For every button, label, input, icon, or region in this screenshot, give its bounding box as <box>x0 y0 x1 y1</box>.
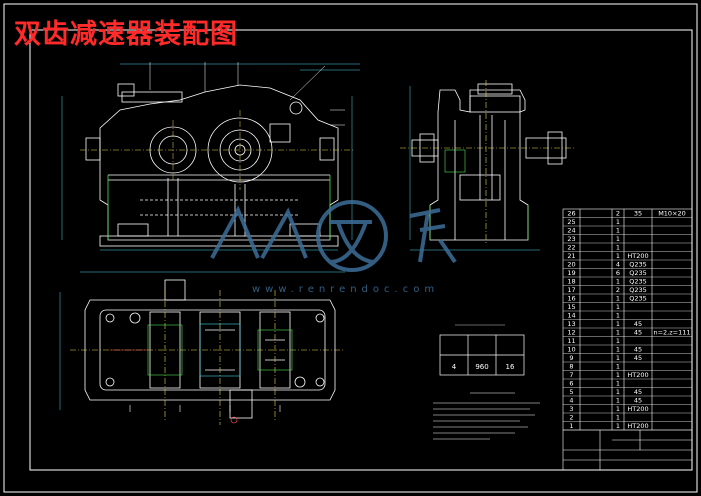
parts-row-number: 15 <box>567 303 575 311</box>
parts-row-number: 13 <box>567 320 575 328</box>
parts-row-note: n=2,z=111 <box>653 329 690 337</box>
parts-row-quantity: 1 <box>616 346 620 354</box>
param-value-power: 4 <box>452 363 457 371</box>
parts-row-quantity: 1 <box>616 354 620 362</box>
parts-row-number: 26 <box>567 210 575 218</box>
parts-row-quantity: 1 <box>616 371 620 379</box>
parts-row-quantity: 1 <box>616 252 620 260</box>
parts-row-number: 14 <box>567 312 575 320</box>
parts-row-material: Q235 <box>629 278 647 286</box>
watermark-logo <box>210 200 457 272</box>
parts-row-quantity: 1 <box>616 227 620 235</box>
parts-row-number: 9 <box>569 354 573 362</box>
parts-row-number: 12 <box>567 329 575 337</box>
parts-row-quantity: 1 <box>616 397 620 405</box>
parts-row-material: 45 <box>634 346 642 354</box>
parts-row-note: M10×20 <box>658 210 686 218</box>
parts-row-material: HT200 <box>627 371 648 379</box>
parts-row-quantity: 1 <box>616 405 620 413</box>
parts-row-number: 7 <box>569 371 573 379</box>
parts-row-number: 1 <box>569 422 573 430</box>
parts-row-material: 45 <box>634 329 642 337</box>
parts-row-number: 6 <box>569 380 573 388</box>
parts-row-number: 2 <box>569 414 573 422</box>
param-table <box>439 324 525 376</box>
parts-row-material: 45 <box>634 320 642 328</box>
parts-row-quantity: 1 <box>616 295 620 303</box>
outer-frame <box>3 3 698 493</box>
parts-row-quantity: 1 <box>616 388 620 396</box>
parts-row-material: 45 <box>634 388 642 396</box>
parts-row-quantity: 6 <box>616 269 620 277</box>
parts-row-number: 21 <box>567 252 575 260</box>
top-view-accents <box>70 290 345 425</box>
parts-row-number: 25 <box>567 218 575 226</box>
param-value-speed: 960 <box>475 363 488 371</box>
parts-row-quantity: 1 <box>616 218 620 226</box>
parts-row-quantity: 4 <box>616 261 620 269</box>
parts-row-number: 22 <box>567 244 575 252</box>
parts-row-material: Q235 <box>629 269 647 277</box>
parts-list-grid <box>562 208 693 471</box>
parts-row-number: 20 <box>567 261 575 269</box>
parts-row-number: 24 <box>567 227 575 235</box>
side-view <box>409 83 567 251</box>
parts-row-number: 5 <box>569 388 573 396</box>
parts-row-quantity: 1 <box>616 414 620 422</box>
parts-row-number: 10 <box>567 346 575 354</box>
side-view-accents <box>400 80 575 245</box>
parts-row-number: 17 <box>567 286 575 294</box>
param-value-ratio: 16 <box>506 363 515 371</box>
parts-row-material: HT200 <box>627 252 648 260</box>
parts-row-quantity: 1 <box>616 337 620 345</box>
parts-row-number: 3 <box>569 405 573 413</box>
parts-row-number: 18 <box>567 278 575 286</box>
parts-row-quantity: 1 <box>616 380 620 388</box>
parts-row-number: 16 <box>567 295 575 303</box>
parts-row-quantity: 1 <box>616 363 620 371</box>
parts-row-number: 19 <box>567 269 575 277</box>
parts-row-quantity: 1 <box>616 303 620 311</box>
watermark-url: www.renrendoc.com <box>252 284 440 295</box>
parts-row-material: HT200 <box>627 405 648 413</box>
parts-row-material: HT200 <box>627 422 648 430</box>
parts-row-quantity: 1 <box>616 244 620 252</box>
parts-row-number: 23 <box>567 235 575 243</box>
parts-row-material: 45 <box>634 397 642 405</box>
parts-row-quantity: 1 <box>616 422 620 430</box>
drawing-title: 双齿减速器装配图 <box>14 19 238 50</box>
parts-row-number: 8 <box>569 363 573 371</box>
technical-notes <box>433 392 540 440</box>
parts-row-number: 11 <box>567 337 575 345</box>
parts-row-quantity: 2 <box>616 210 620 218</box>
parts-row-material: 45 <box>634 354 642 362</box>
parts-row-quantity: 1 <box>616 320 620 328</box>
parts-row-quantity: 2 <box>616 286 620 294</box>
parts-row-material: Q235 <box>629 286 647 294</box>
parts-row-quantity: 1 <box>616 278 620 286</box>
parts-row-material: 35 <box>634 210 642 218</box>
parts-row-material: Q235 <box>629 295 647 303</box>
parts-row-quantity: 1 <box>616 235 620 243</box>
parts-row-quantity: 1 <box>616 312 620 320</box>
parts-row-quantity: 1 <box>616 329 620 337</box>
parts-row-number: 4 <box>569 397 573 405</box>
parts-row-material: Q235 <box>629 261 647 269</box>
front-view-accents <box>61 62 355 240</box>
